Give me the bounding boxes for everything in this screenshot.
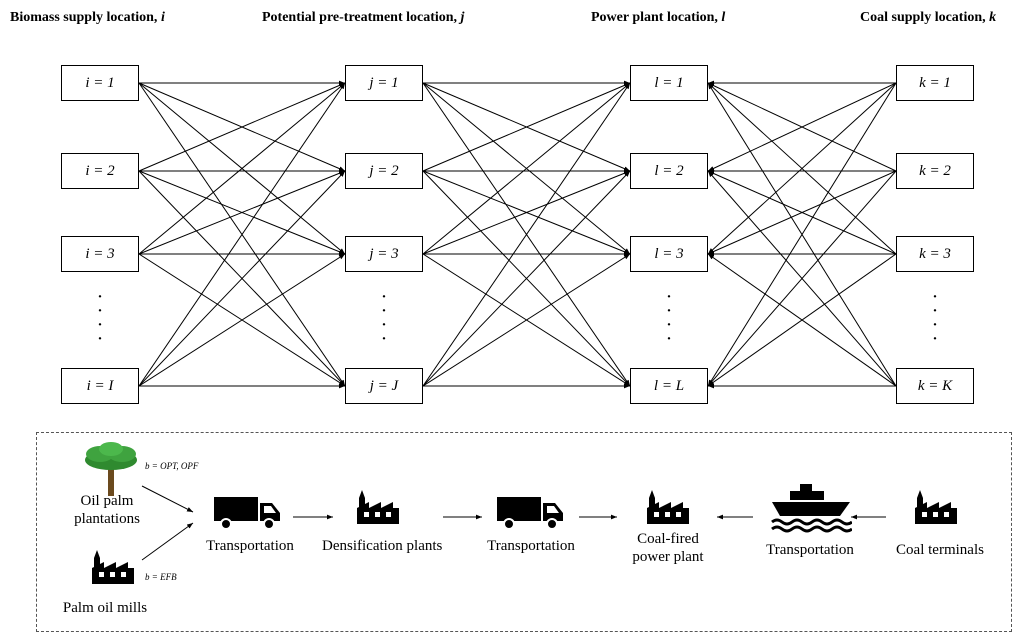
header-biomass-var: i (160, 10, 165, 25)
node-pretreatment-1: j = 1 (345, 65, 423, 101)
edge-pretreatment-to-powerplant (422, 253, 631, 387)
node-powerplant-2: l = 2 (630, 153, 708, 189)
edge-pretreatment-to-powerplant (422, 170, 631, 255)
edge-biomass-to-pretreatment (138, 82, 346, 255)
edge-pretreatment-to-powerplant (422, 82, 631, 172)
edge-coal-to-powerplant (707, 170, 897, 387)
ship-icon (771, 484, 852, 533)
header-biomass: Biomass supply location, i (10, 10, 165, 26)
label-transportation-2: Transportation (487, 538, 575, 554)
node-pretreatment-n: j = J (345, 368, 423, 404)
ellipsis-pretreatment: ···· (381, 289, 387, 347)
coal-terminal-factory-icon (915, 490, 957, 524)
edge-biomass-to-pretreatment (138, 82, 346, 387)
header-powerplant-text: Power plant location, (591, 10, 722, 25)
edge-coal-to-powerplant (707, 82, 897, 255)
edge-coal-to-powerplant (707, 82, 897, 172)
edge-biomass-to-pretreatment (138, 170, 346, 255)
truck-icon (214, 497, 280, 530)
header-pretreatment: Potential pre-treatment location, j (262, 10, 464, 26)
flow-arrow-mills-to-transport (141, 522, 194, 561)
ellipsis-powerplant: ···· (666, 289, 672, 347)
node-biomass-n: i = I (61, 368, 139, 404)
ellipsis-coal: ···· (932, 289, 938, 347)
label-coal-fired-power-plant: Coal-fired power plant (632, 531, 704, 565)
header-powerplant-var: l (721, 10, 726, 25)
ellipsis-biomass: ···· (97, 289, 103, 347)
node-powerplant-1: l = 1 (630, 65, 708, 101)
edge-coal-to-powerplant (707, 253, 897, 387)
node-powerplant-n: l = L (630, 368, 708, 404)
node-pretreatment-2: j = 2 (345, 153, 423, 189)
node-coal-1: k = 1 (896, 65, 974, 101)
label-coal-terminals: Coal terminals (896, 542, 984, 558)
header-coal-var: k (989, 10, 997, 25)
node-pretreatment-3: j = 3 (345, 236, 423, 272)
label-oil-palm-plantations: Oil palm plantations (74, 493, 140, 527)
node-biomass-3: i = 3 (61, 236, 139, 272)
edge-biomass-to-pretreatment (138, 82, 346, 172)
header-coal: Coal supply location, k (860, 10, 996, 26)
label-b-efb: b = EFB (145, 572, 177, 582)
label-transportation-1: Transportation (206, 538, 294, 554)
edge-coal-to-powerplant (707, 170, 897, 255)
node-biomass-2: i = 2 (61, 153, 139, 189)
node-coal-3: k = 3 (896, 236, 974, 272)
node-biomass-1: i = 1 (61, 65, 139, 101)
factory-icon (92, 550, 134, 584)
header-powerplant: Power plant location, l (591, 10, 725, 26)
edge-coal-to-powerplant (707, 82, 897, 387)
label-transportation-3: Transportation (766, 542, 854, 558)
edge-pretreatment-to-powerplant (422, 82, 631, 387)
label-densification-plants: Densification plants (322, 538, 443, 554)
edge-biomass-to-pretreatment (138, 170, 346, 387)
header-coal-text: Coal supply location, (860, 10, 990, 25)
flow-arrow-plantations-to-transport (141, 485, 194, 513)
edge-pretreatment-to-powerplant (422, 82, 631, 255)
palm-tree-icon (85, 442, 137, 496)
truck-icon-2 (497, 497, 563, 530)
header-pretreatment-text: Potential pre-treatment location, (262, 10, 461, 25)
power-plant-factory-icon (647, 490, 689, 524)
label-palm-oil-mills: Palm oil mills (62, 600, 148, 616)
header-pretreatment-var: j (460, 10, 465, 25)
edge-pretreatment-to-powerplant (422, 170, 631, 387)
densification-factory-icon (357, 490, 399, 524)
label-b-opt-opf: b = OPT, OPF (145, 461, 199, 471)
edge-biomass-to-pretreatment (138, 253, 346, 387)
node-coal-2: k = 2 (896, 153, 974, 189)
node-coal-n: k = K (896, 368, 974, 404)
header-biomass-text: Biomass supply location, (10, 10, 161, 25)
node-powerplant-3: l = 3 (630, 236, 708, 272)
